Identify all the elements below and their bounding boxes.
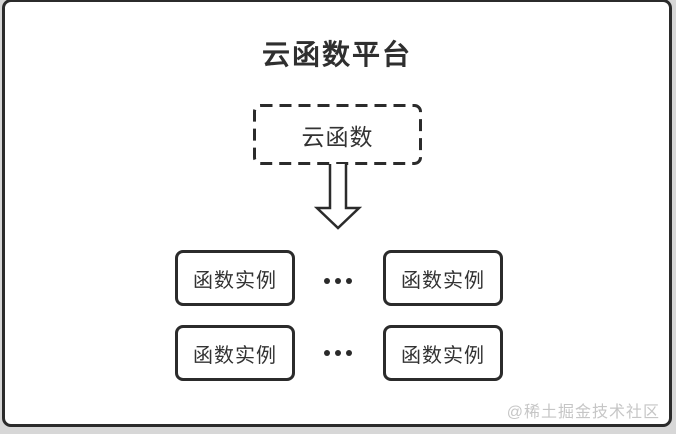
down-arrow-icon	[314, 164, 362, 230]
ellipsis-icon	[324, 278, 352, 284]
instance-label: 函数实例	[193, 269, 277, 292]
instance-label: 函数实例	[193, 344, 277, 367]
instance-label: 函数实例	[401, 344, 485, 367]
watermark: @稀土掘金技术社区	[506, 404, 660, 421]
diagram-title: 云函数平台	[261, 39, 412, 70]
dashed-border-icon	[253, 104, 422, 165]
instance-node-1: 函数实例	[175, 250, 295, 306]
ellipsis-icon	[324, 350, 352, 356]
instance-node-2: 函数实例	[383, 250, 503, 306]
instance-label: 函数实例	[401, 269, 485, 292]
instance-node-4: 函数实例	[383, 325, 503, 381]
cloud-function-node: 云函数	[253, 104, 422, 165]
cloud-function-label: 云函数	[301, 123, 374, 150]
instance-node-3: 函数实例	[175, 325, 295, 381]
